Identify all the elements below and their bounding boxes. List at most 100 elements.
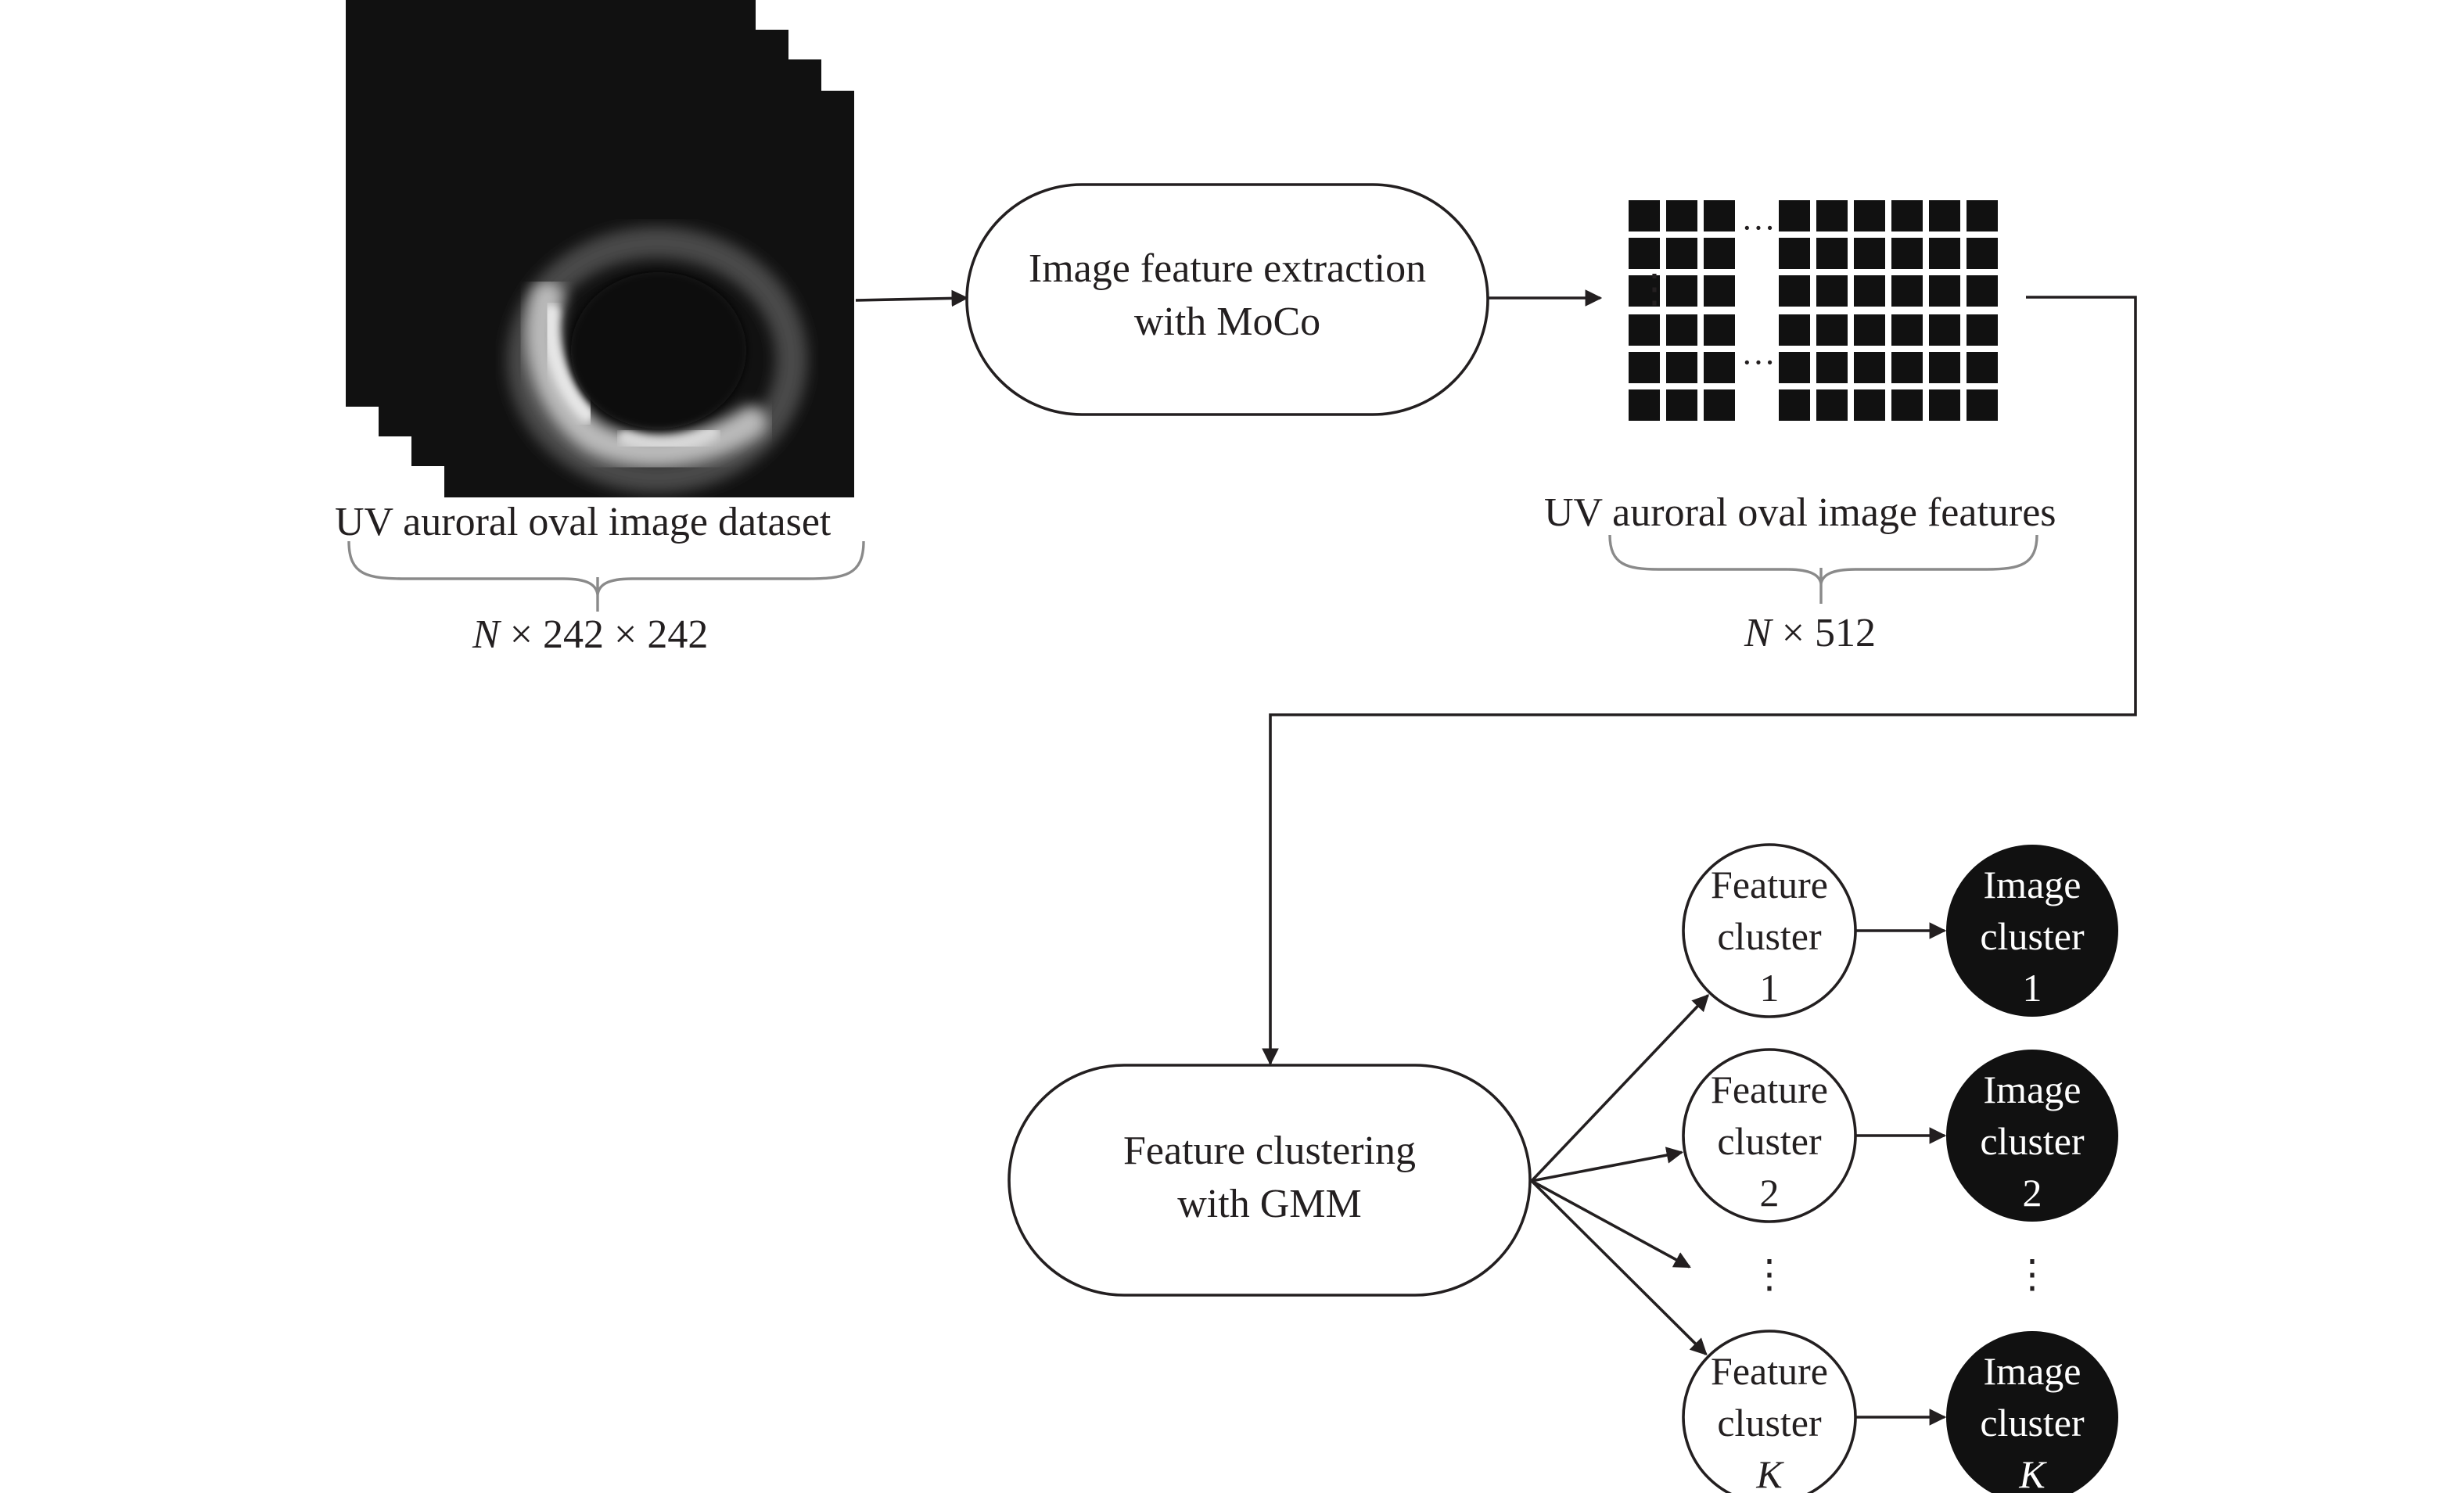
feature-cell [1816, 389, 1848, 421]
image-cluster-node [1946, 1050, 2118, 1222]
image-cluster-text: K [2018, 1452, 2047, 1493]
feature-grid-vdots: ⋮ [1635, 267, 1674, 310]
feature-cell [1629, 314, 1660, 346]
feature-cell [1929, 275, 1960, 307]
dataset-dimension: N × 242 × 242 [472, 612, 708, 657]
feature-cell [1854, 238, 1885, 269]
feature-grid-hdots-bottom: ··· [1741, 343, 1776, 382]
arrow-clustering-to-feature-cluster [1530, 994, 1709, 1183]
dataset-label: UV auroral oval image dataset [335, 500, 832, 544]
arrow-dataset-to-extraction [855, 289, 969, 307]
feature-cell [1891, 389, 1923, 421]
feature-cluster-text: K [1755, 1452, 1784, 1493]
arrow-features-to-clustering [1262, 296, 2137, 1066]
feature-cluster-text: Feature [1711, 863, 1828, 906]
feature-cell [1816, 275, 1848, 307]
feature-cell [1666, 275, 1697, 307]
features-brace [1608, 534, 2038, 584]
feature-cell [1704, 275, 1735, 307]
feature-cell [1967, 352, 1998, 383]
image-stack [346, 0, 854, 497]
feature-grid: ··· ··· ⋮ [1629, 200, 1998, 421]
feature-cell [1929, 238, 1960, 269]
feature-cell [1629, 275, 1660, 307]
feature-cell [1666, 238, 1697, 269]
feature-cluster-text: cluster [1717, 914, 1822, 958]
feature-cell [1967, 314, 1998, 346]
extraction-node: Image feature extraction with MoCo [965, 183, 1489, 416]
feature-cell [1704, 314, 1735, 346]
extraction-line-1: Image feature extraction [1029, 246, 1426, 291]
feature-cell [1779, 314, 1810, 346]
cluster-vdots: ⋮ [2013, 1252, 2052, 1296]
feature-cell [1891, 314, 1923, 346]
cluster-vdots: ⋮ [1750, 1252, 1789, 1296]
feature-cell [1779, 275, 1810, 307]
feature-cell [1891, 352, 1923, 383]
feature-cell [1967, 200, 1998, 231]
feature-cluster-text: Feature [1711, 1068, 1828, 1111]
features-dimension: N × 512 [1744, 611, 1876, 655]
clustering-line-2: with GMM [1177, 1182, 1361, 1226]
feature-cell [1967, 389, 1998, 421]
feature-cell [1854, 275, 1885, 307]
image-cluster-text: Image [1984, 1349, 2081, 1393]
feature-cell [1779, 238, 1810, 269]
image-cluster-text: cluster [1980, 914, 2085, 958]
feature-cell [1854, 314, 1885, 346]
feature-cell [1967, 275, 1998, 307]
clustering-line-1: Feature clustering [1123, 1129, 1416, 1173]
feature-cell [1891, 238, 1923, 269]
feature-cell [1891, 275, 1923, 307]
feature-cluster-text: 2 [1760, 1171, 1780, 1215]
features-label: UV auroral oval image features [1544, 490, 2056, 535]
feature-cell [1816, 314, 1848, 346]
feature-cell [1704, 389, 1735, 421]
arrow-clustering-to-feature-cluster [1531, 1147, 1684, 1183]
feature-cell [1929, 200, 1960, 231]
extraction-line-2: with MoCo [1134, 300, 1320, 344]
image-cluster-node [1946, 845, 2118, 1017]
feature-cell [1816, 200, 1848, 231]
feature-cell [1704, 200, 1735, 231]
feature-cell [1779, 389, 1810, 421]
image-cluster-text: cluster [1980, 1119, 2085, 1163]
feature-cell [1629, 238, 1660, 269]
image-cluster-text: 2 [2023, 1171, 2042, 1215]
feature-cell [1666, 389, 1697, 421]
image-cluster-text: cluster [1980, 1401, 2085, 1445]
dataset-brace [347, 540, 865, 595]
feature-cluster-text: cluster [1717, 1401, 1822, 1445]
feature-cell [1816, 238, 1848, 269]
cluster-row: Feature cluster 2 Image cluster 2 [1531, 1048, 2118, 1223]
cluster-list: Featurecluster1Imagecluster1Featureclust… [1530, 843, 2118, 1493]
feature-cell [1854, 200, 1885, 231]
clustering-node: Feature clustering with GMM [1008, 1064, 1532, 1297]
image-cluster-text: 1 [2023, 966, 2042, 1010]
feature-cluster-text: cluster [1717, 1119, 1822, 1163]
feature-cell [1666, 200, 1697, 231]
feature-cell [1929, 352, 1960, 383]
feature-cell [1967, 238, 1998, 269]
feature-cell [1629, 352, 1660, 383]
feature-cell [1704, 238, 1735, 269]
feature-cell [1929, 389, 1960, 421]
image-cluster-text: Image [1984, 1068, 2081, 1111]
auroral-oval-image [444, 91, 854, 497]
feature-cell [1816, 352, 1848, 383]
feature-cell [1891, 200, 1923, 231]
feature-cell [1666, 352, 1697, 383]
arrow-clustering-to-ellipsis [1531, 1179, 1691, 1269]
feature-cell [1854, 389, 1885, 421]
feature-cell [1854, 352, 1885, 383]
feature-cell [1779, 200, 1810, 231]
feature-cluster-text: Feature [1711, 1349, 1828, 1393]
feature-cell [1704, 352, 1735, 383]
image-cluster-node [1946, 1331, 2118, 1493]
arrow-clustering-to-feature-cluster [1530, 1179, 1708, 1356]
feature-cell [1779, 352, 1810, 383]
feature-cluster-text: 1 [1760, 966, 1780, 1010]
